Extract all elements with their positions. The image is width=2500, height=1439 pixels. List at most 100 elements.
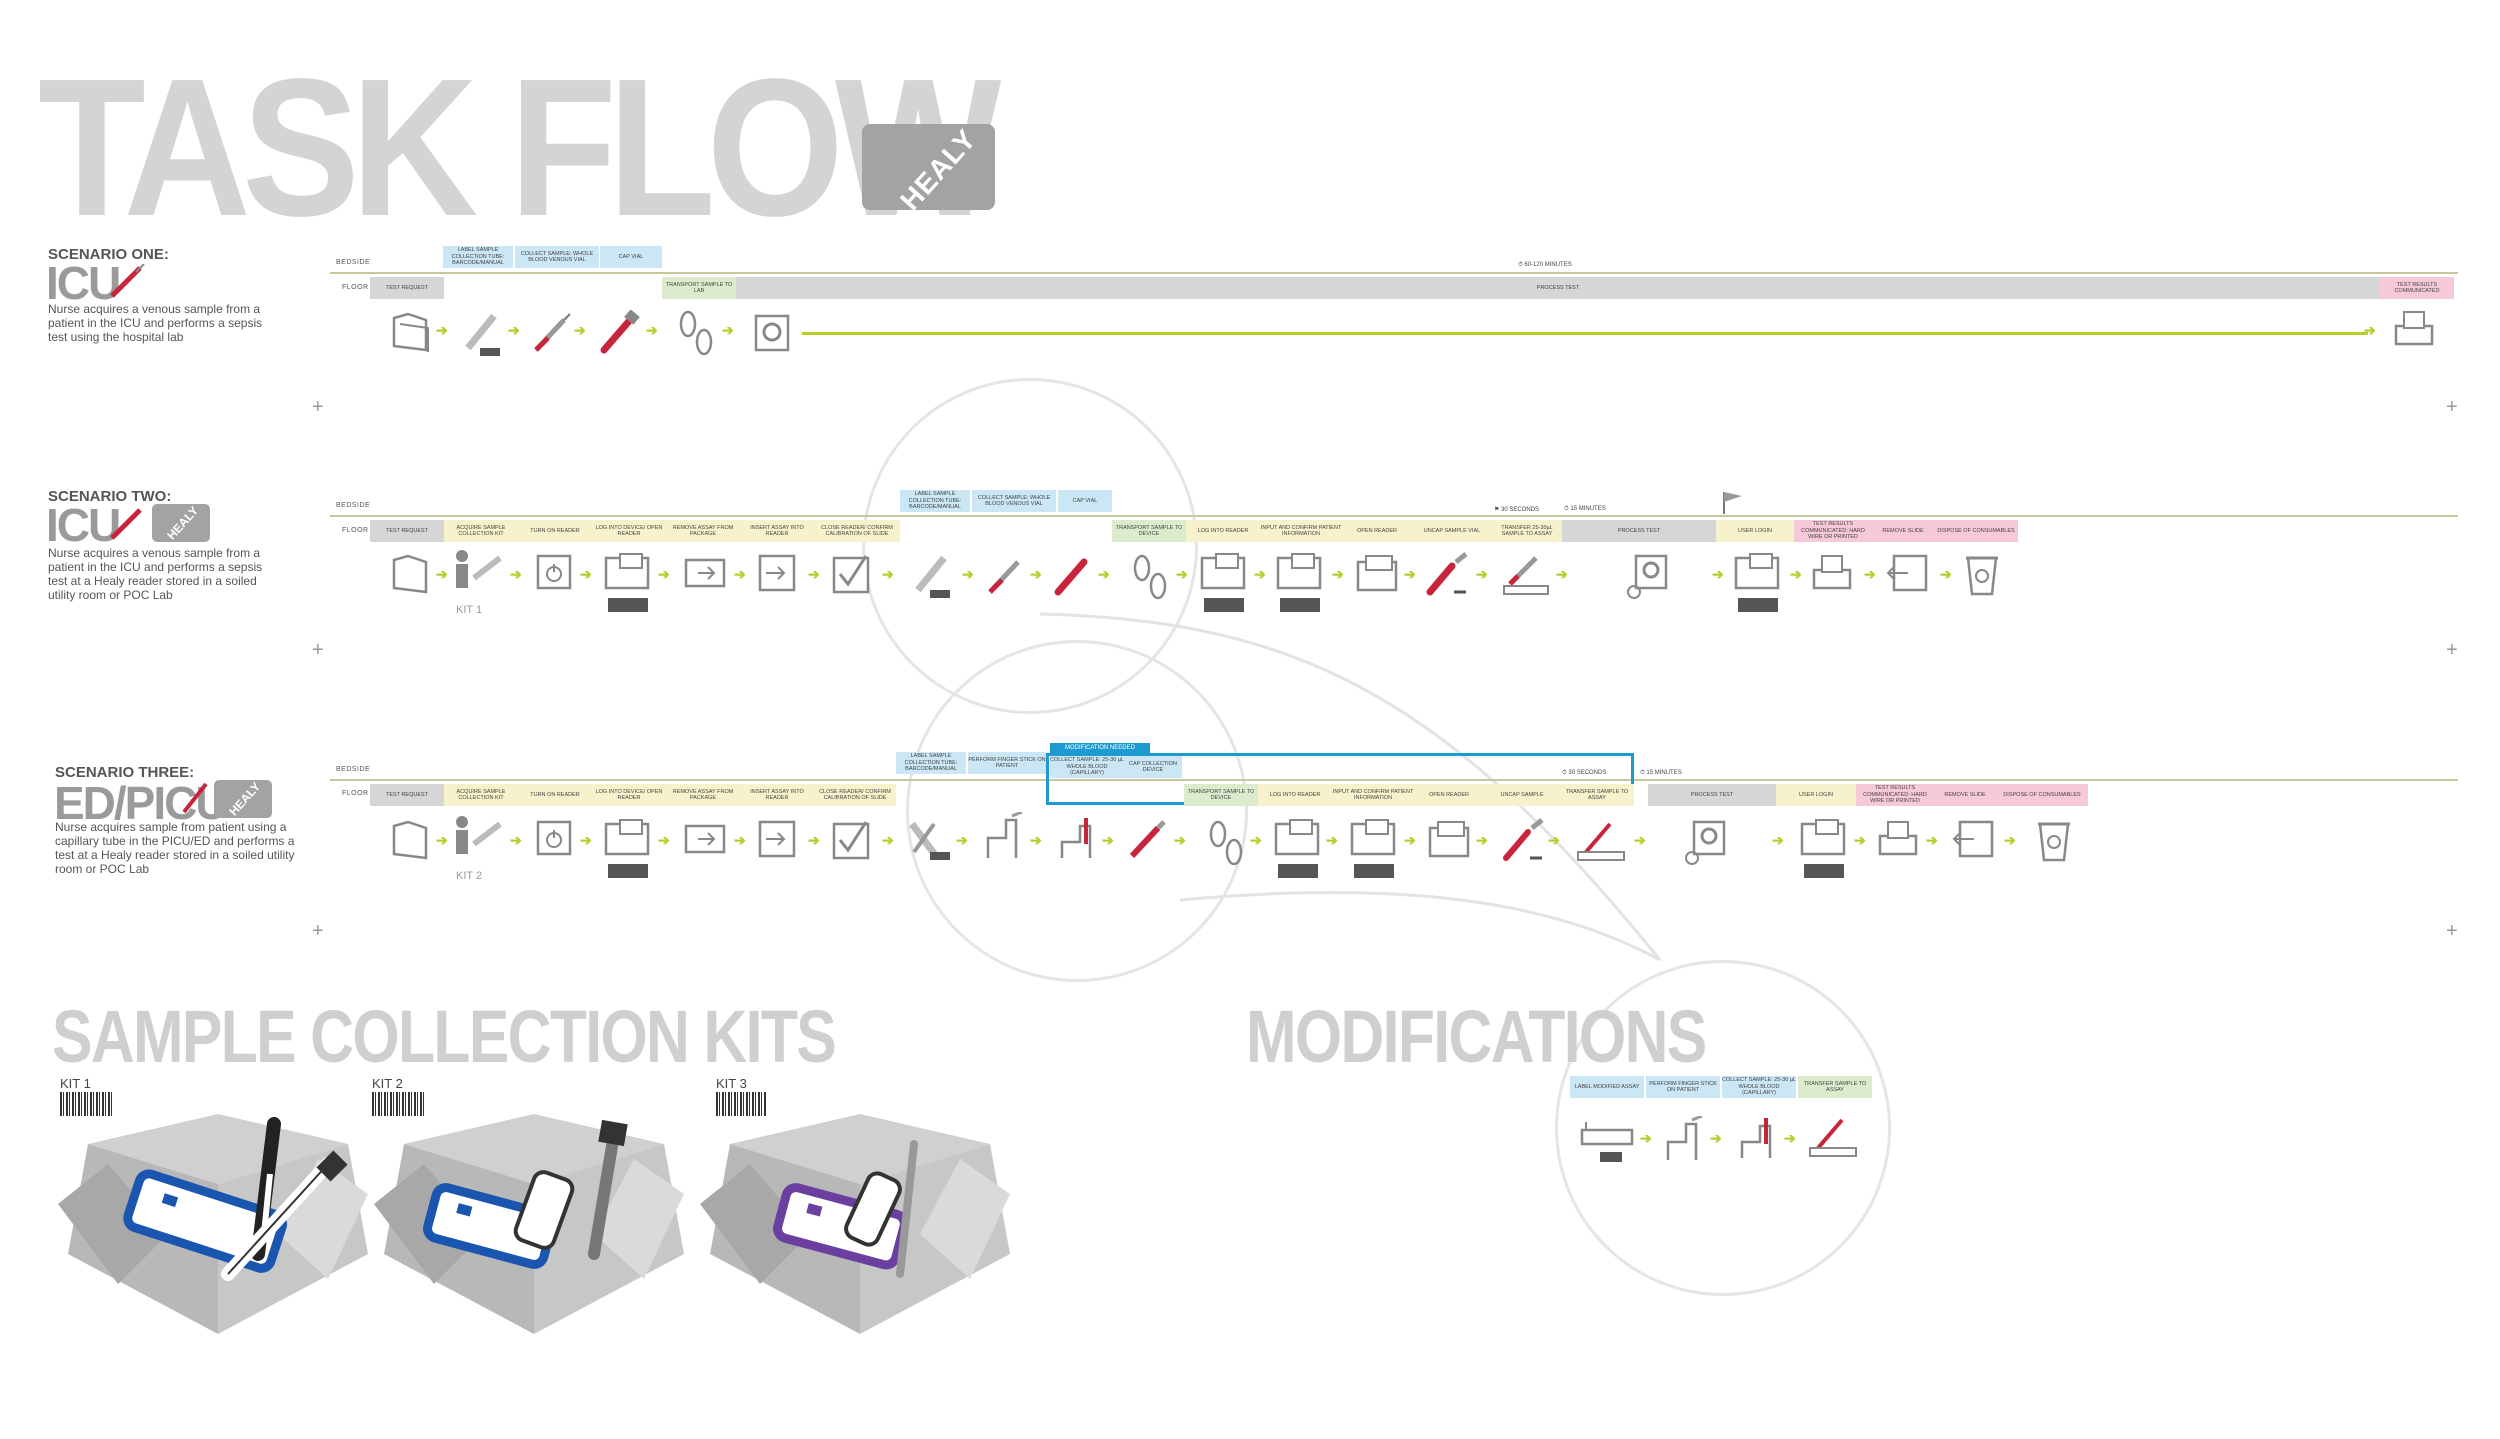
scenario-one-unit: ICU <box>46 257 121 309</box>
uncap-vial-icon <box>1426 552 1468 596</box>
step-remove-slide: REMOVE SLIDE <box>1934 784 1996 806</box>
flow-arrow: ➔ <box>508 322 520 338</box>
step-test-request: TEST REQUEST <box>370 277 444 299</box>
biohazard-bin-icon <box>2038 822 2070 862</box>
kit-2-label: KIT 2 <box>372 1076 403 1091</box>
power-icon <box>536 554 572 590</box>
step-login-open: LOG INTO DEVICE/ OPEN READER <box>592 784 666 806</box>
step-close-reader: CLOSE READER/ CONFIRM CALIBRATION OF SLI… <box>814 520 900 542</box>
plus-mark: + <box>312 639 324 661</box>
finger-stick-icon <box>1666 1116 1703 1160</box>
plus-mark: + <box>312 920 324 942</box>
step-open-reader: OPEN READER <box>1414 784 1484 806</box>
flow-arrow: ➔ <box>510 832 522 848</box>
flow-arrow: ➔ <box>1634 832 1646 848</box>
flow-arrow: ➔ <box>1332 566 1344 582</box>
flow-arrow: ➔ <box>1098 566 1110 582</box>
kit-2-barcode <box>372 1092 424 1116</box>
flow-arrow: ➔ <box>1030 832 1042 848</box>
timer-30-seconds: ⚑ 30 SECONDS <box>1494 507 1540 513</box>
flag-icon <box>1723 492 1742 514</box>
lane-bedside: BEDSIDE <box>336 766 371 773</box>
mod-step-transfer: TRANSFER SAMPLE TO ASSAY <box>1798 1076 1872 1098</box>
lane-floor: FLOOR <box>342 284 369 291</box>
footsteps-icon <box>1133 554 1167 600</box>
timer-text: 30 SECONDS <box>1568 770 1607 776</box>
step-login-reader: LOG INTO READER <box>1186 520 1260 542</box>
syringe-icon <box>988 560 1020 594</box>
flow-arrow: ➔ <box>1476 832 1488 848</box>
plus-mark: + <box>2446 396 2458 418</box>
page-title: TASK FLOW <box>38 38 1001 257</box>
flow-arrow: ➔ <box>734 566 746 582</box>
step-insert-assay: INSERT ASSAY INTO READER <box>740 784 814 806</box>
flow-arrow: ➔ <box>1772 832 1784 848</box>
mod-step-label-assay: LABEL MODIFIED ASSAY <box>1570 1076 1644 1098</box>
step-input-confirm: INPUT AND CONFIRM PATIENT INFORMATION <box>1332 784 1414 806</box>
healy-badge: HEALY <box>862 123 995 216</box>
flow-arrow: ➔ <box>658 832 670 848</box>
timer-text: 15 MINUTES <box>1570 506 1606 512</box>
syringe-icon <box>534 313 571 352</box>
step-process-test: PROCESS TEST <box>1648 784 1776 806</box>
bedside-baseline <box>330 272 2458 274</box>
healy-mini-badge-text: HEALY <box>164 503 202 543</box>
step-transport: TRANSPORT SAMPLE TO LAB <box>662 277 736 299</box>
step-transfer: TRANSFER SAMPLE TO ASSAY <box>1560 784 1634 806</box>
flow-arrow: ➔ <box>1174 832 1186 848</box>
transfer-sample-icon <box>1809 1118 1857 1157</box>
nurse-kit-icon <box>456 816 502 854</box>
flow-arrow: ➔ <box>882 566 894 582</box>
kit-1-label: KIT 1 <box>60 1076 91 1091</box>
step-test-request: TEST REQUEST <box>370 784 444 806</box>
flow-arrow: ➔ <box>1326 832 1338 848</box>
step-cap-device: CAP COLLECTION DEVICE <box>1124 756 1182 778</box>
step-uncap: UNCAP SAMPLE VIAL <box>1412 520 1492 542</box>
flow-arrow: ➔ <box>1254 566 1266 582</box>
scenario-one-label: SCENARIO ONE: <box>48 246 169 263</box>
kit-2-box-illustration <box>374 1114 684 1334</box>
step-cap-vial: CAP VIAL <box>1058 490 1112 512</box>
step-collect-sample: COLLECT SAMPLE: WHOLE BLOOD VENOUS VIAL <box>972 490 1056 512</box>
checkbox-icon <box>832 555 870 594</box>
open-reader-icon <box>1356 555 1398 592</box>
scenario-three-unit: ED/PICU <box>54 777 229 829</box>
scenario-one-description: Nurse acquires a venous sample from a pa… <box>48 302 263 344</box>
label-tube-icon <box>465 313 500 356</box>
flow-arrow: ➔ <box>722 322 734 338</box>
scenario-three-label: SCENARIO THREE: <box>55 764 195 781</box>
folder-icon <box>392 554 428 594</box>
step-process-test: PROCESS TEST <box>736 277 2380 299</box>
reader-login-icon <box>1274 819 1320 878</box>
printer-icon <box>2394 311 2434 346</box>
open-reader-icon <box>1428 821 1470 858</box>
flow-arrow: ➔ <box>1476 566 1488 582</box>
reader-login-icon <box>604 553 650 612</box>
step-test-results: TEST RESULTS COMMUNICATED <box>2380 277 2454 299</box>
flow-arrow: ➔ <box>962 566 974 582</box>
flow-arrow: ➔ <box>1926 832 1938 848</box>
step-acquire-kit: ACQUIRE SAMPLE COLLECTION KIT <box>444 784 518 806</box>
step-label-sample: LABEL SAMPLE COLLECTION TUBE: BARCODE/MA… <box>900 490 970 512</box>
zoom-circle-scenario-three <box>906 640 1248 982</box>
flow-arrow: ➔ <box>2364 322 2376 338</box>
lane-bedside: BEDSIDE <box>336 502 371 509</box>
power-icon <box>536 820 572 856</box>
flow-arrow: ➔ <box>1548 832 1560 848</box>
flow-arrow: ➔ <box>436 566 448 582</box>
lane-floor: FLOOR <box>342 790 369 797</box>
step-turn-on-reader: TURN ON READER <box>518 520 592 542</box>
step-cap-vial: CAP VIAL <box>600 246 662 268</box>
folder-icon <box>392 312 429 352</box>
transfer-sample-icon <box>1577 822 1625 861</box>
step-login-open: LOG INTO DEVICE/ OPEN READER <box>592 520 666 542</box>
scenario-two-label: SCENARIO TWO: <box>48 488 172 505</box>
scenario-two-description: Nurse acquires a venous sample from a pa… <box>48 546 263 602</box>
zoom-circle-modifications <box>1555 960 1891 1296</box>
remove-slide-icon <box>1886 554 1928 592</box>
user-login-icon <box>1734 553 1780 612</box>
syringe-icon <box>110 508 142 540</box>
printer-icon <box>1812 555 1852 590</box>
flow-arrow: ➔ <box>734 832 746 848</box>
